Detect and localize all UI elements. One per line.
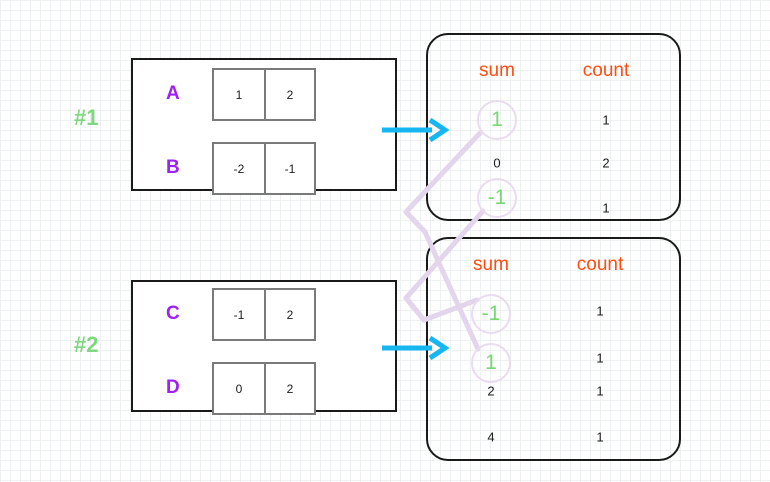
panel1-sum-row2: -1 <box>487 186 507 209</box>
panel1-sum-row1: 0 <box>493 155 501 171</box>
panel2-sum-row3: 4 <box>487 429 495 445</box>
row-letter-b: B <box>166 157 180 178</box>
result-panel-2 <box>426 237 681 461</box>
link-line-sum-minus1-tail <box>403 295 427 323</box>
panel1-count-row0: 1 <box>602 112 610 128</box>
cell-d-0: 0 <box>235 381 243 396</box>
panel1-header-count: count <box>582 60 630 81</box>
row-letter-d: D <box>166 377 180 398</box>
cell-c-1: 2 <box>264 290 314 339</box>
panel2-sum-row2: 2 <box>487 383 495 399</box>
panel2-count-row2: 1 <box>596 383 604 399</box>
cell-b-1: -1 <box>264 144 314 193</box>
group-label-2: #2 <box>74 332 99 357</box>
cell-d-1: 2 <box>264 364 314 413</box>
panel1-sum-row0: 1 <box>491 108 503 131</box>
cell-pair-c: -1 2 <box>212 288 316 341</box>
link-line-sum-1-tail <box>403 209 428 235</box>
panel1-header-sum: sum <box>479 60 515 81</box>
panel1-count-row1: 2 <box>602 155 610 171</box>
cell-pair-d: 0 2 <box>212 362 316 415</box>
panel2-sum-row0: -1 <box>481 302 501 325</box>
panel2-circle-row1 <box>471 343 511 383</box>
cell-a-0: 1 <box>235 87 243 102</box>
cell-pair-b: -2 -1 <box>212 142 316 195</box>
panel2-header-sum: sum <box>473 254 509 275</box>
panel2-header-count: count <box>576 254 624 275</box>
panel2-count-row0: 1 <box>596 303 604 319</box>
panel1-circle-row0 <box>477 100 517 140</box>
cell-pair-a: 1 2 <box>212 68 316 121</box>
result-panel-1 <box>426 33 681 221</box>
group-label-1: #1 <box>74 105 99 130</box>
panel2-count-row3: 1 <box>596 429 604 445</box>
panel2-count-row1: 1 <box>596 350 604 366</box>
cell-b-0: -2 <box>233 161 245 176</box>
cell-a-1: 2 <box>264 70 314 119</box>
panel2-sum-row1: 1 <box>485 351 497 374</box>
cell-c-0: -1 <box>233 307 245 322</box>
panel1-count-row2: 1 <box>602 200 610 216</box>
row-letter-c: C <box>166 303 180 324</box>
row-letter-a: A <box>166 83 180 104</box>
